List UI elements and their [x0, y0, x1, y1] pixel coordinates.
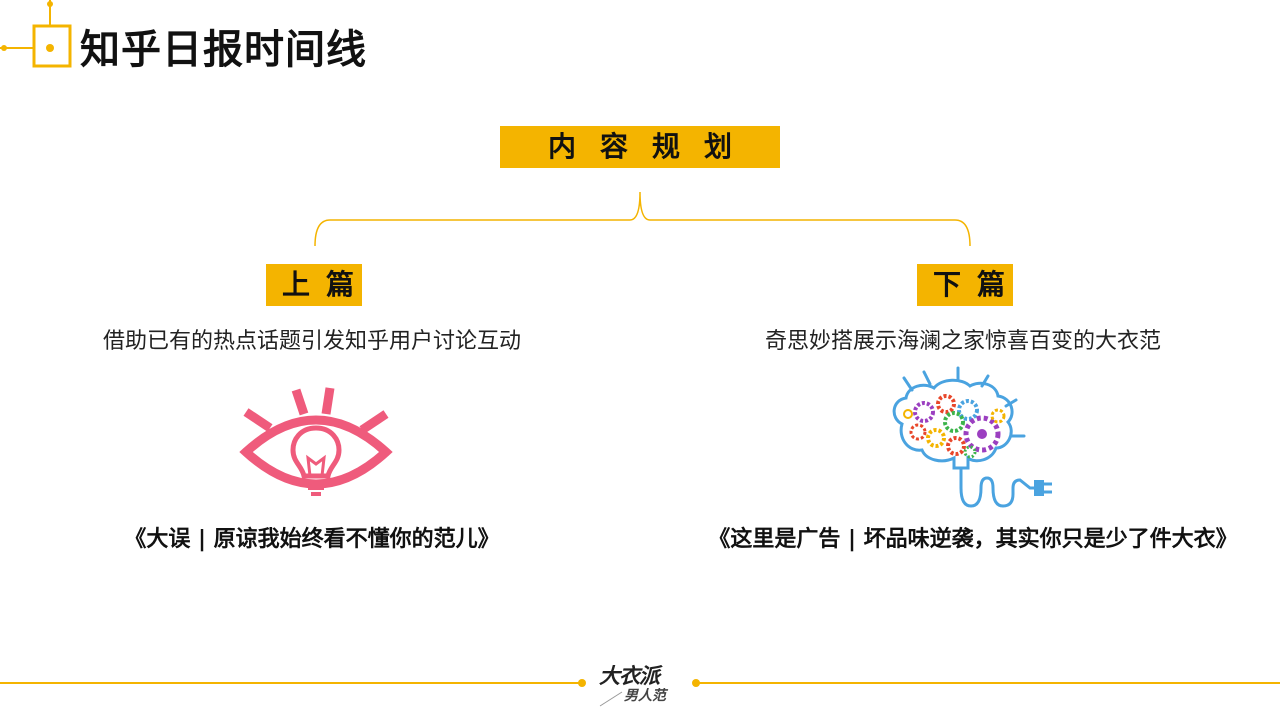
- logo-slash: [599, 691, 623, 707]
- brand-logo-main: 大衣派: [599, 664, 660, 688]
- page-title: 知乎日报时间线: [80, 27, 367, 73]
- first-part-article-title: 《大误 | 原谅我始终看不懂你的范儿》: [124, 527, 500, 552]
- brand-logo-sub: 男人范: [624, 688, 666, 704]
- first-part-tag: 上篇: [266, 264, 362, 306]
- brace-connector: [314, 191, 971, 247]
- second-part-tag: 下篇: [917, 264, 1013, 306]
- eye-lightbulb-icon: [239, 387, 393, 496]
- brain-gears-icon: [892, 366, 1052, 508]
- corner-decoration: [0, 0, 72, 68]
- footer-line: [0, 679, 1280, 687]
- second-part-article-title: 《这里是广告 | 坏品味逆袭，其实你只是少了件大衣》: [708, 527, 1238, 552]
- first-part-description: 借助已有的热点话题引发知乎用户讨论互动: [102, 329, 521, 354]
- content-plan-tag: 内容规划: [500, 126, 780, 168]
- second-part-description: 奇思妙搭展示海澜之家惊喜百变的大衣范: [764, 329, 1161, 354]
- brand-logo: 大衣派 男人范: [596, 660, 682, 710]
